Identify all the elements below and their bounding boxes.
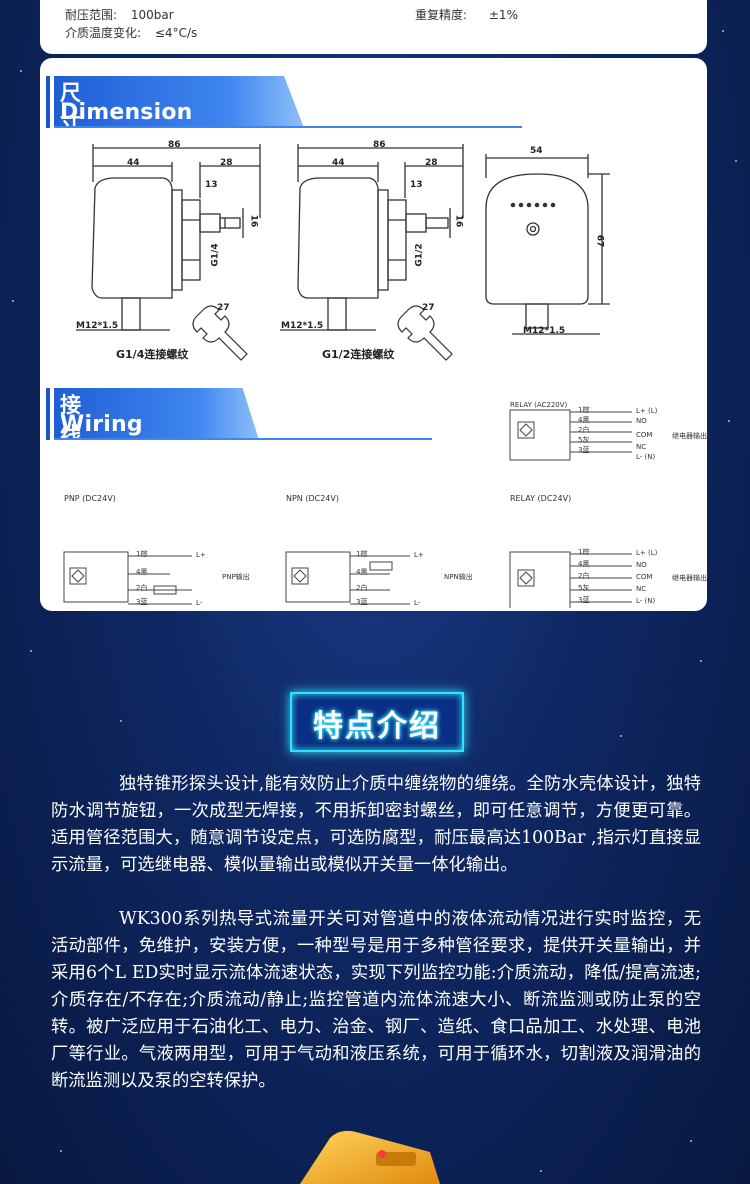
features-paragraph-2: WK300系列热导式流量开关可对管道中的液体流动情况进行实时监控，无活动部件，免… — [51, 909, 701, 1091]
spec-repeatability: 重复精度: ±1% — [415, 8, 518, 22]
features-heading: 特点介绍 — [290, 692, 464, 752]
caption-g12: G1/2连接螺纹 — [322, 348, 395, 361]
dimension-drawing — [76, 144, 610, 361]
product-image-partial — [300, 1130, 440, 1184]
drawings-card: 尺寸图 Dimension drawing — [40, 58, 707, 611]
spec-card: 耐压范围: 100bar 介质温度变化: ≤4°C/s 重复精度: ±1% — [40, 0, 707, 54]
features-paragraph-1: 独特锥形探头设计,能有效防止介质中缠绕物的缠绕。全防水壳体设计，独特防水调节旋钮… — [51, 774, 701, 875]
wiring-diagrams — [63, 409, 632, 608]
spec-pressure: 耐压范围: 100bar — [65, 8, 174, 22]
spec-temp-change: 介质温度变化: ≤4°C/s — [65, 26, 198, 40]
caption-g14: G1/4连接螺纹 — [116, 348, 189, 361]
